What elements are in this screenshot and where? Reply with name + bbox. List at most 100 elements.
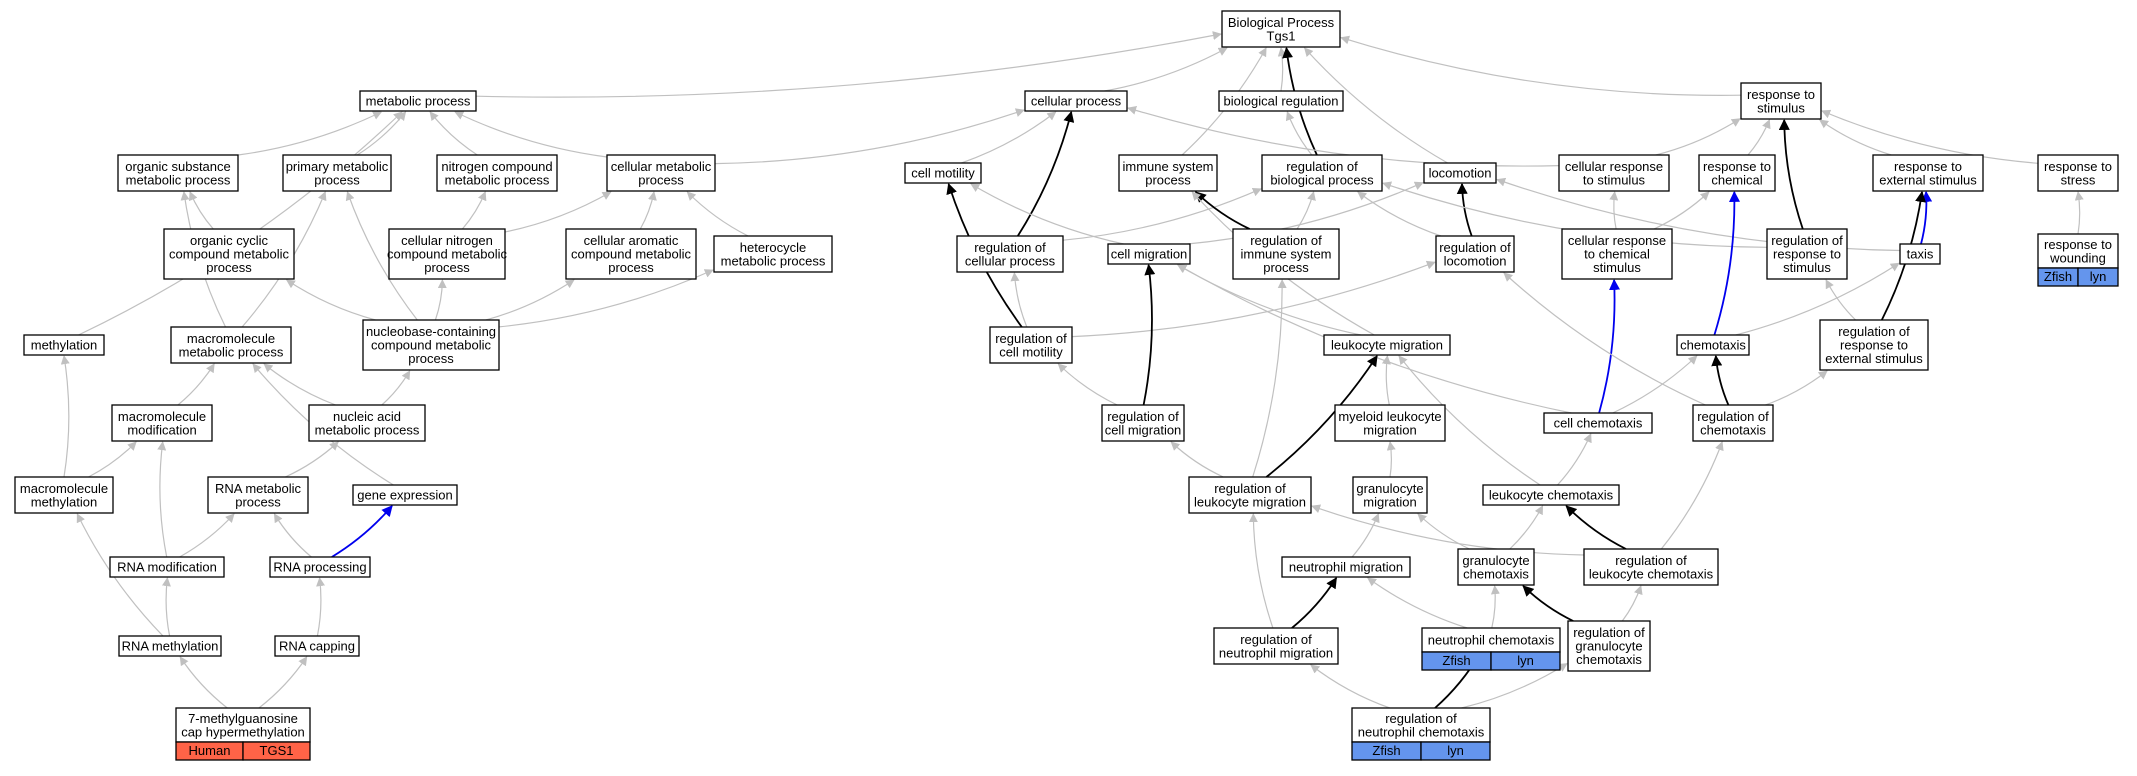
go-term-node-chemotaxis[interactable]: chemotaxis — [1676, 334, 1750, 356]
edge-primary_met-to-metabolic — [356, 111, 407, 156]
node-box — [1107, 243, 1191, 265]
node-box — [1692, 404, 1774, 442]
go-term-node-cell-motility[interactable]: cell motility — [904, 162, 982, 184]
edge-rna_mod-to-macromol_mod — [157, 441, 168, 558]
go-term-node-cell-migration[interactable]: cell migration — [1107, 243, 1191, 265]
node-label-line: response to — [1747, 87, 1815, 102]
edge-reg_resp_ext-to-reg_resp_stim — [1825, 279, 1857, 321]
go-term-node-gene-expr[interactable]: gene expression — [352, 484, 458, 506]
edge-reg_cell_mig-to-cell_migration — [1142, 263, 1156, 406]
edge-org_cyclic-to-org_subst — [189, 191, 214, 230]
go-term-node-taxis[interactable]: taxis — [1899, 243, 1941, 265]
node-box — [1698, 154, 1776, 192]
node-label-line: metabolic process — [445, 172, 550, 187]
node-box — [1221, 10, 1341, 48]
node-label-line: leukocyte migration — [1194, 494, 1306, 509]
go-term-node-rna-proc[interactable]: RNA processing — [269, 556, 371, 578]
node-label-line: myeloid leukocyte — [1338, 409, 1441, 424]
node-box — [1819, 319, 1929, 371]
edge-taxis-to-resp_ext — [1920, 190, 1933, 245]
node-box — [111, 404, 213, 442]
edge-nucleobase-to-hetero — [498, 269, 714, 328]
node-box — [565, 228, 697, 280]
go-term-node-bio-reg[interactable]: biological regulation — [1218, 90, 1344, 112]
node-box — [274, 635, 360, 657]
go-term-node-cellular-process[interactable]: cellular process — [1024, 90, 1128, 112]
node-box — [362, 319, 500, 371]
edge-resp_chem-to-resp_stim — [1747, 119, 1771, 156]
node-box — [1334, 404, 1446, 442]
node-label-line: compound metabolic — [371, 338, 491, 353]
node-label-line: macromolecule — [118, 409, 206, 424]
edge-cell_resp_stim-to-cellular_process — [1127, 106, 1560, 167]
node-label-line: cell migration — [1111, 247, 1188, 262]
node-box — [163, 228, 295, 280]
go-term-node-methylation[interactable]: methylation — [23, 334, 105, 356]
edge-reg_bio-to-bio_reg — [1285, 111, 1313, 156]
node-label-line: chemotaxis — [1700, 422, 1766, 437]
edge-cell_met-to-cellular_process — [714, 108, 1025, 165]
edge-reg_leuk_mig-to-reg_cell_mig — [1170, 441, 1224, 478]
node-label-line: process — [235, 494, 281, 509]
node-box — [1435, 235, 1515, 273]
go-term-node-rna-meth[interactable]: RNA methylation — [118, 635, 222, 657]
go-term-node-rna-mod[interactable]: RNA modification — [109, 556, 225, 578]
edge-reg_cell_proc-to-reg_bio — [1062, 187, 1262, 241]
go-term-node-cell-chemotaxis[interactable]: cell chemotaxis — [1543, 412, 1653, 434]
node-label-line: response to — [1840, 338, 1908, 353]
node-label-line: RNA capping — [279, 639, 355, 654]
go-term-node-neut-mig[interactable]: neutrophil migration — [1281, 556, 1411, 578]
node-label-line: metabolic process — [179, 344, 284, 359]
edge-reg_gran_chemo-to-gran_chemo — [1522, 585, 1574, 622]
go-term-node-metabolic[interactable]: metabolic process — [359, 90, 477, 112]
go-term-node-locomotion[interactable]: locomotion — [1423, 162, 1497, 184]
go-term-node-rna-cap[interactable]: RNA capping — [274, 635, 360, 657]
go-term-node-leuk-mig[interactable]: leukocyte migration — [1323, 334, 1451, 356]
go-term-node-leuk-chemo[interactable]: leukocyte chemotaxis — [1482, 484, 1620, 506]
node-label-line: immune system — [1122, 159, 1213, 174]
node-label-line: cell motility — [911, 166, 975, 181]
